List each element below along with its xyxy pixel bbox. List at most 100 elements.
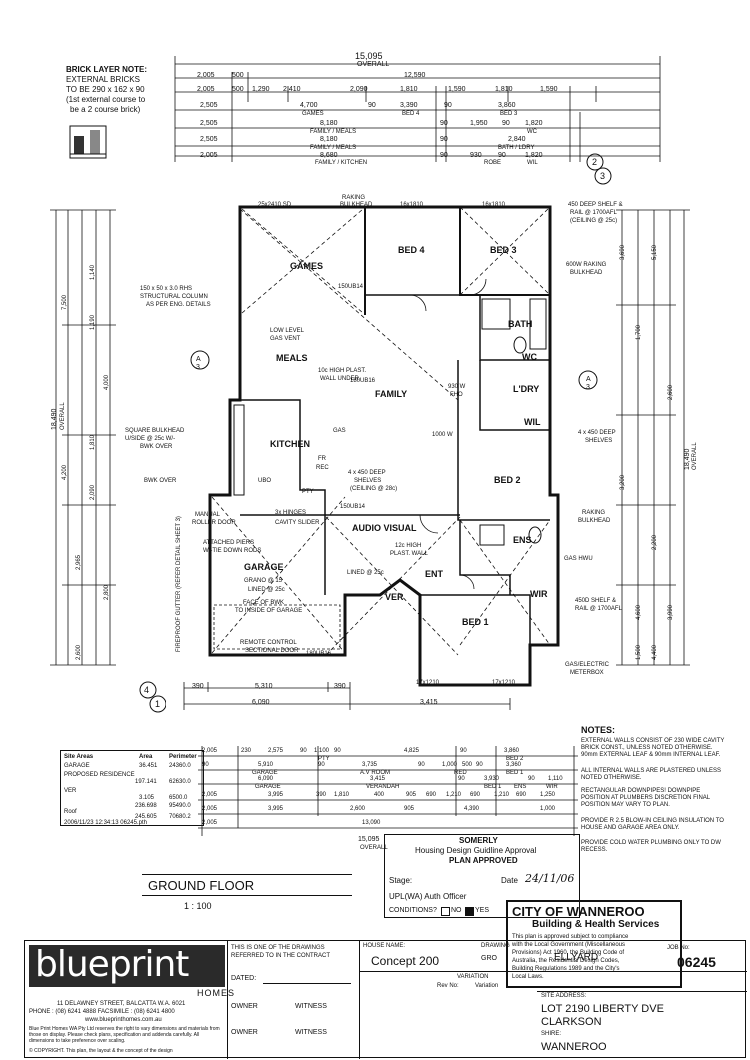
- dim-text: 3,360: [506, 762, 522, 768]
- plan-annotation: ATTACHED PIERS: [203, 540, 255, 546]
- dim-text: 2,005: [200, 152, 218, 159]
- plan-annotation: AS PER ENG. DETAILS: [146, 302, 211, 308]
- witness-label: WITNESS: [295, 1003, 327, 1010]
- dim-text: 1,290: [252, 86, 270, 93]
- wanneroo-text: Provisions) Act 1960, the Building Code …: [512, 950, 625, 956]
- dim-text: 90: [498, 152, 506, 159]
- marker-label: 3: [600, 171, 606, 181]
- plan-annotation: PLAST. WALL: [390, 551, 428, 557]
- dim-text: 6,090: [258, 776, 274, 782]
- plan-annotation: WALL UNDER: [320, 376, 359, 382]
- dim-text: 2,005: [197, 86, 215, 93]
- wanneroo-title: CITY OF WANNEROO: [512, 904, 645, 919]
- ground-floor-scale: 1 : 100: [184, 901, 212, 911]
- dim-text: 2,090: [350, 86, 368, 93]
- marker-label: 2: [592, 157, 598, 167]
- site-areas-header: Area: [139, 754, 153, 760]
- dim-text: 3,735: [362, 762, 378, 768]
- section-marker-top-right: [586, 153, 612, 185]
- brick-detail-sketch: [69, 125, 107, 159]
- dim-label: ENS: [514, 784, 527, 790]
- wanneroo-text: Australia, the Residential Design Codes,: [512, 958, 620, 964]
- dim-room-label: WC: [527, 129, 537, 135]
- dim-text: 1,190: [90, 314, 96, 330]
- rev-label: Rev No:: [437, 983, 459, 989]
- dim-text: 690: [516, 792, 527, 798]
- plan-annotation: FR: [318, 456, 326, 462]
- room-ens: ENS: [513, 535, 532, 545]
- approval-title: SOMERLY: [459, 836, 498, 845]
- plan-annotation: 150 x 50 x 3.0 RHS: [140, 286, 193, 292]
- dim-text: 1,810: [400, 86, 418, 93]
- plan-annotation: U/SIDE @ 25c W/-: [125, 436, 176, 442]
- plan-annotation: W/-TIE DOWN RODS: [203, 548, 262, 554]
- plan-annotation: BWK OVER: [140, 444, 173, 450]
- dim-text: 90: [318, 762, 325, 768]
- plan-annotation: BULKHEAD: [578, 518, 611, 524]
- approval-yes-label: YES: [475, 907, 490, 914]
- dim-label: BED 1: [484, 784, 502, 790]
- dim-text: 3,995: [268, 806, 284, 812]
- drawing-value: GRO: [481, 955, 497, 962]
- dim-text: 8,180: [320, 120, 338, 127]
- dim-room-label: BED 3: [500, 111, 518, 117]
- plan-annotation: 450D SHELF &: [575, 598, 617, 604]
- top-dimension-strings: [174, 56, 661, 162]
- dim-text: 2,600: [350, 806, 366, 812]
- approval-plan-approved: PLAN APPROVED: [449, 856, 518, 865]
- bottom-overall-sub: OVERALL: [360, 845, 388, 851]
- brick-note-line: (1st external course to: [66, 95, 146, 104]
- room-ver: VER: [385, 592, 404, 602]
- dim-text: 90: [458, 776, 465, 782]
- dim-text: 390: [334, 683, 346, 690]
- plan-annotation: STRUCTURAL COLUMN: [140, 294, 208, 300]
- dim-label: BED 1: [506, 770, 524, 776]
- plan-annotation: RAKING: [582, 510, 606, 516]
- dim-text: 4,200: [62, 464, 68, 480]
- dim-room-label: BED 4: [402, 111, 420, 117]
- dim-text: 690: [426, 792, 437, 798]
- plan-annotation: SQUARE BULKHEAD: [125, 428, 185, 434]
- dim-text: 90: [444, 102, 452, 109]
- approval-date-value: 24/11/06: [525, 872, 575, 885]
- owner-label: OWNER: [231, 1029, 258, 1036]
- ground-floor-title-box: GROUND FLOOR: [142, 874, 352, 896]
- shire-label: SHIRE:: [541, 1031, 562, 1037]
- dim-label: PTY: [318, 756, 330, 762]
- dim-text: 1,000: [540, 806, 556, 812]
- dim-text: 4,000: [104, 374, 110, 390]
- company-phone: PHONE : (08) 6241 4888 FACSIMILE : (08) …: [29, 1009, 175, 1015]
- plan-annotation: BULKHEAD: [570, 270, 603, 276]
- plan-annotation: SECTIONAL DOOR: [245, 648, 299, 654]
- room-wc: WC: [522, 352, 537, 362]
- dim-text: 4,600: [636, 604, 642, 620]
- plan-annotation: 150UB14: [338, 284, 364, 290]
- site-areas-stamp: 2006/11/23 12:34:13 06245.pth: [64, 820, 147, 826]
- approval-no-label: NO: [451, 907, 462, 914]
- dim-text: 4,390: [464, 806, 480, 812]
- dim-text: 1,590: [448, 86, 466, 93]
- plan-annotation: LINED @ 25c: [248, 587, 285, 593]
- dim-text: 3,690: [620, 244, 626, 260]
- room-ent: ENT: [425, 569, 443, 579]
- dim-text: 1,700: [636, 324, 642, 340]
- dim-text: 4,825: [404, 748, 420, 754]
- plan-annotation: MANUAL: [195, 512, 221, 518]
- dim-text: 90: [502, 120, 510, 127]
- dim-room-label: FAMILY / MEALS: [310, 145, 357, 151]
- bottom-overall-dim: 15,095: [358, 836, 380, 843]
- dim-text: 2,200: [652, 534, 658, 550]
- left-dimension-strings: [50, 209, 116, 666]
- site-areas-table: Site Areas Area Perimeter GARAGE 36.451 …: [60, 750, 204, 826]
- dim-text: 2,965: [76, 554, 82, 570]
- house-name-label: HOUSE NAME:: [363, 943, 406, 949]
- dim-text: 500: [232, 86, 244, 93]
- top-overall-dim: 15,095: [355, 51, 383, 61]
- approval-conditions-label: CONDITIONS?: [389, 907, 437, 914]
- plan-annotation: 150UB14: [340, 504, 366, 510]
- logo-subtext: HOMES: [197, 988, 236, 998]
- plan-annotation: FACE OF BWK: [243, 600, 285, 606]
- dim-text: 2,505: [200, 120, 218, 127]
- notes-panel: NOTES: EXTERNAL WALLS CONSIST OF 230 WID…: [578, 724, 732, 860]
- plan-annotation: 930 W: [448, 384, 466, 390]
